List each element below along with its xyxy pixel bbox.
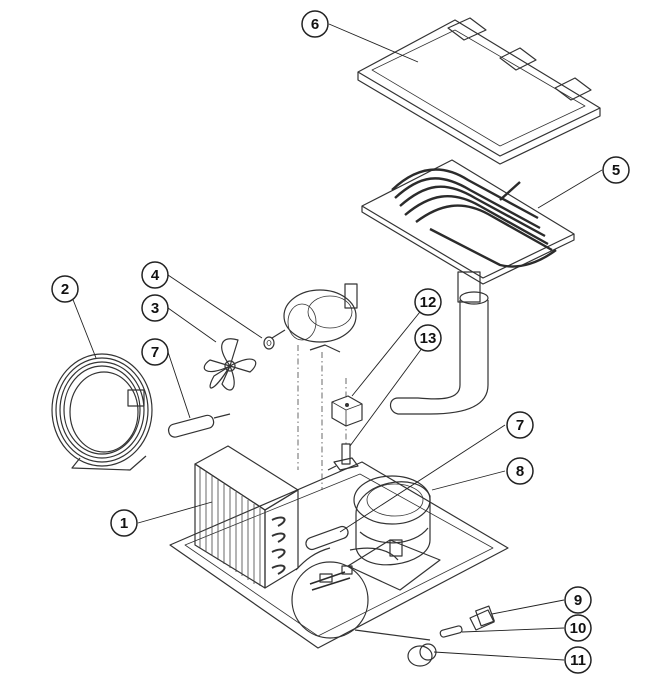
valve-core: [439, 625, 463, 638]
callout-9: 9: [564, 586, 592, 614]
callout-3: 3: [141, 294, 169, 322]
callout-2: 2: [51, 275, 79, 303]
lid-panel: [357, 17, 601, 165]
callout-4: 4: [141, 261, 169, 289]
fan-nut: [263, 336, 275, 350]
condenser: [194, 445, 299, 589]
svg-text:3: 3: [151, 300, 159, 317]
fan-motor: [271, 283, 358, 353]
svg-text:13: 13: [420, 330, 437, 347]
callout-7-right: 7: [506, 411, 534, 439]
svg-text:7: 7: [151, 344, 159, 361]
fitting: [469, 605, 495, 631]
cap: [407, 643, 437, 667]
callout-5: 5: [602, 156, 630, 184]
fan-blade: [203, 338, 257, 391]
callout-7-left: 7: [141, 338, 169, 366]
callout-10: 10: [564, 614, 592, 642]
svg-text:7: 7: [516, 417, 524, 434]
capillary-coil: [51, 353, 153, 471]
svg-text:9: 9: [574, 592, 582, 609]
callout-6: 6: [301, 10, 329, 38]
svg-text:5: 5: [612, 162, 620, 179]
svg-text:12: 12: [420, 294, 437, 311]
svg-text:8: 8: [516, 463, 524, 480]
svg-text:11: 11: [570, 652, 586, 669]
svg-text:6: 6: [311, 16, 319, 33]
svg-text:2: 2: [61, 281, 69, 298]
compressor: [347, 475, 441, 591]
drain-tube: [389, 291, 489, 415]
svg-text:4: 4: [151, 267, 160, 284]
detail-circle: [291, 561, 431, 641]
callout-8: 8: [506, 457, 534, 485]
leader-lines: [69, 23, 603, 661]
svg-text:10: 10: [570, 620, 587, 637]
callout-11: 11: [564, 646, 592, 674]
solenoid-valve: [327, 443, 359, 471]
callout-12: 12: [414, 288, 442, 316]
evaporator-plate: [361, 159, 575, 303]
solenoid-coil: [331, 395, 363, 427]
base-plate: [169, 461, 509, 649]
callout-labels: 6 5 2 4 12 3 13 7 7 8 1 9 10 11: [51, 10, 630, 674]
callout-1: 1: [110, 509, 138, 537]
svg-text:1: 1: [120, 515, 128, 532]
filter-drier-left: [167, 413, 231, 438]
filter-drier-right: [295, 525, 399, 571]
callout-13: 13: [414, 324, 442, 352]
